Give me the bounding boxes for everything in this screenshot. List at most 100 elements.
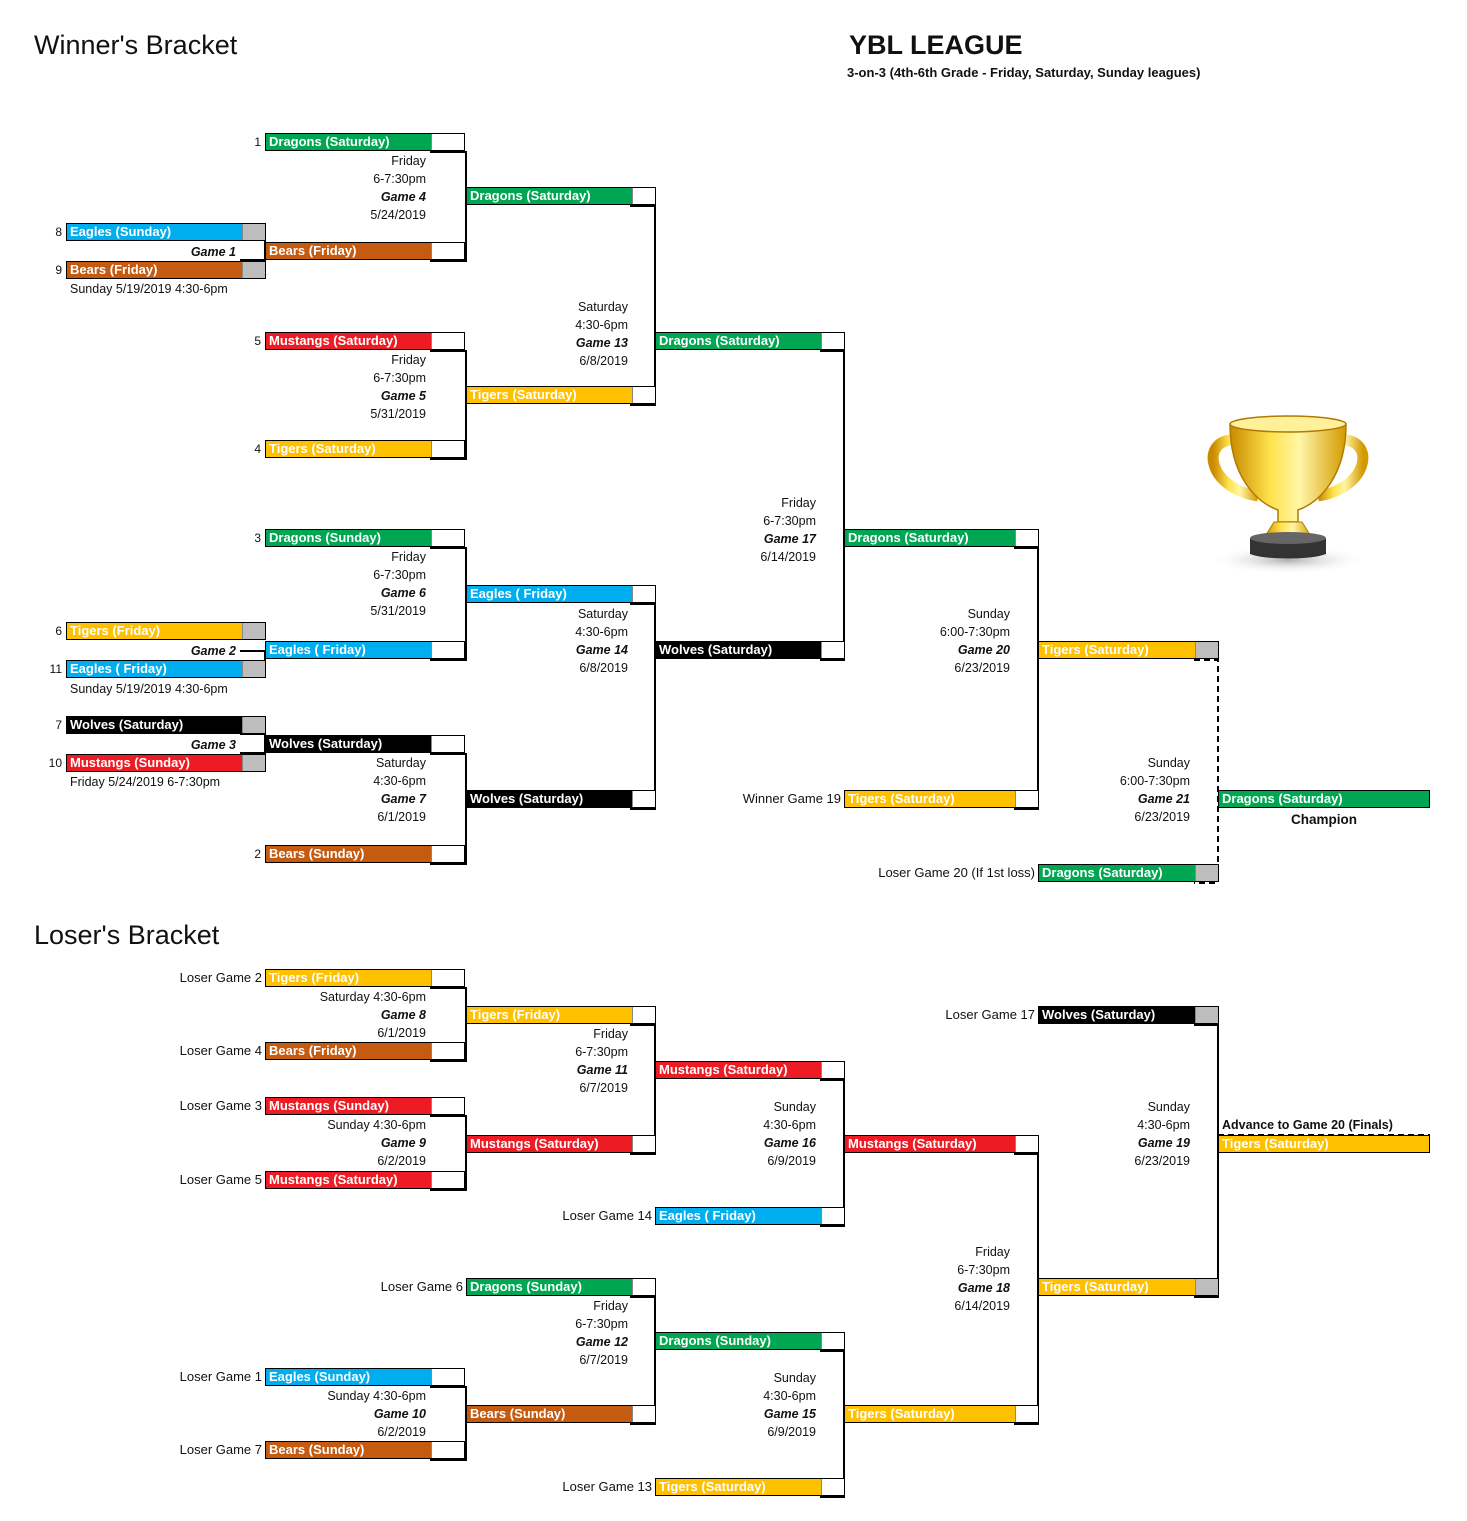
- score-box: [431, 333, 464, 349]
- game-schedule-line: Saturday 4:30-6pm: [319, 990, 426, 1004]
- slot-source-label: Loser Game 17: [945, 1007, 1035, 1022]
- game-number: Game 4: [380, 190, 426, 204]
- team-slot-w12: Dragons (Sunday): [655, 1332, 845, 1350]
- team-slot-t2: Bears (Sunday): [265, 845, 465, 863]
- team-slot-t8: Eagles (Sunday): [66, 223, 266, 241]
- slot-source-label: Loser Game 14: [562, 1208, 652, 1223]
- team-name: Dragons (Saturday): [467, 188, 632, 204]
- game-schedule-line: 6/7/2019: [579, 1081, 628, 1095]
- team-name: Mustangs (Sunday): [266, 1098, 431, 1114]
- game-schedule-line: 4:30-6pm: [763, 1118, 816, 1132]
- game-number: Game 21: [1137, 792, 1190, 806]
- team-name: Bears (Sunday): [266, 846, 431, 862]
- score-box: [1195, 865, 1218, 881]
- score-box: [1015, 791, 1038, 807]
- game-number: Game 17: [763, 532, 816, 546]
- team-slot-w16: Mustangs (Saturday): [844, 1135, 1039, 1153]
- team-name: Eagles ( Friday): [266, 642, 431, 658]
- team-slot-w7: Wolves (Saturday): [466, 790, 656, 808]
- team-slot-wg19: Tigers (Saturday): [844, 790, 1039, 808]
- seed-number: 11: [49, 662, 62, 676]
- score-box: [821, 1208, 844, 1224]
- game-schedule-line: 6-7:30pm: [373, 371, 426, 385]
- game-schedule-line: 6-7:30pm: [575, 1317, 628, 1331]
- game-number: Game 18: [957, 1281, 1010, 1295]
- game-schedule-line: 4:30-6pm: [575, 625, 628, 639]
- score-box: [632, 791, 655, 807]
- game-schedule-line: 6-7:30pm: [373, 172, 426, 186]
- team-slot-w6: Eagles ( Friday): [466, 585, 656, 603]
- team-name: Tigers (Saturday): [467, 387, 632, 403]
- team-name: Dragons (Saturday): [845, 530, 1015, 546]
- seed-number: 7: [55, 718, 62, 732]
- team-name: Tigers (Saturday): [656, 1479, 821, 1495]
- team-slot-lg7: Bears (Sunday): [265, 1441, 465, 1459]
- slot-source-label: Loser Game 2: [179, 970, 262, 985]
- game-schedule-line: 6/9/2019: [767, 1425, 816, 1439]
- team-slot-w15: Tigers (Saturday): [844, 1405, 1039, 1423]
- team-name: Mustangs (Sunday): [67, 755, 242, 771]
- team-name: Mustangs (Saturday): [266, 1172, 431, 1188]
- team-name: Dragons (Saturday): [1039, 865, 1195, 881]
- game-number: Game 13: [575, 336, 628, 350]
- team-name: Dragons (Sunday): [266, 530, 431, 546]
- team-slot-lg13: Tigers (Saturday): [655, 1478, 845, 1496]
- trophy-icon: [1207, 415, 1369, 574]
- seed-number: 5: [254, 334, 261, 348]
- score-box: [1195, 642, 1218, 658]
- team-name: Tigers (Friday): [67, 623, 242, 639]
- team-slot-champ: Dragons (Saturday): [1218, 790, 1430, 808]
- team-name: Eagles ( Friday): [656, 1208, 821, 1224]
- game-schedule-line: Friday: [391, 353, 426, 367]
- game-schedule-line: 5/31/2019: [370, 604, 426, 618]
- game-schedule-line: Friday: [391, 154, 426, 168]
- seed-number: 3: [254, 531, 261, 545]
- advance-label: Advance to Game 20 (Finals): [1222, 1118, 1393, 1132]
- seed-number: 9: [55, 263, 62, 277]
- game-schedule-line: 4:30-6pm: [373, 774, 426, 788]
- game-schedule-line: 6:00-7:30pm: [1119, 774, 1190, 788]
- slot-source-label: Loser Game 20 (If 1st loss): [878, 865, 1035, 880]
- team-slot-t3: Dragons (Sunday): [265, 529, 465, 547]
- game-schedule-line: Friday: [593, 1299, 628, 1313]
- score-box: [821, 642, 844, 658]
- team-name: Bears (Friday): [266, 1043, 431, 1059]
- team-name: Mustangs (Saturday): [266, 333, 431, 349]
- slot-source-label: Loser Game 5: [179, 1172, 262, 1187]
- game-schedule-line: Sunday 4:30-6pm: [327, 1118, 426, 1132]
- seed-number: 4: [254, 442, 261, 456]
- game-schedule-line: 6/1/2019: [377, 1026, 426, 1040]
- team-slot-w8: Tigers (Friday): [466, 1006, 656, 1024]
- team-name: Bears (Friday): [266, 243, 431, 259]
- score-box: [431, 441, 464, 457]
- game-schedule-line: 4:30-6pm: [575, 318, 628, 332]
- team-slot-g6b: Eagles ( Friday): [265, 641, 465, 659]
- score-box: [431, 846, 464, 862]
- seed-number: 10: [48, 756, 62, 770]
- champion-label: Champion: [1291, 812, 1357, 827]
- score-box: [431, 736, 464, 752]
- game-number: Game 15: [763, 1407, 816, 1421]
- game-schedule-under: Friday 5/24/2019 6-7:30pm: [70, 775, 221, 789]
- team-slot-t10: Mustangs (Sunday): [66, 754, 266, 772]
- score-box: [431, 1442, 464, 1458]
- team-slot-t5: Mustangs (Saturday): [265, 332, 465, 350]
- game-number: Game 19: [1137, 1136, 1190, 1150]
- team-name: Dragons (Saturday): [656, 333, 821, 349]
- score-box: [1195, 1279, 1218, 1295]
- score-box: [821, 1062, 844, 1078]
- winners-bracket-heading: Winner's Bracket: [34, 30, 238, 60]
- team-name: Tigers (Friday): [467, 1007, 632, 1023]
- team-slot-lg1: Eagles (Sunday): [265, 1368, 465, 1386]
- game-number: Game 6: [380, 586, 426, 600]
- game-schedule-line: Sunday: [1147, 1100, 1190, 1114]
- seed-number: 8: [55, 225, 62, 239]
- game-schedule-line: Sunday: [1147, 756, 1190, 770]
